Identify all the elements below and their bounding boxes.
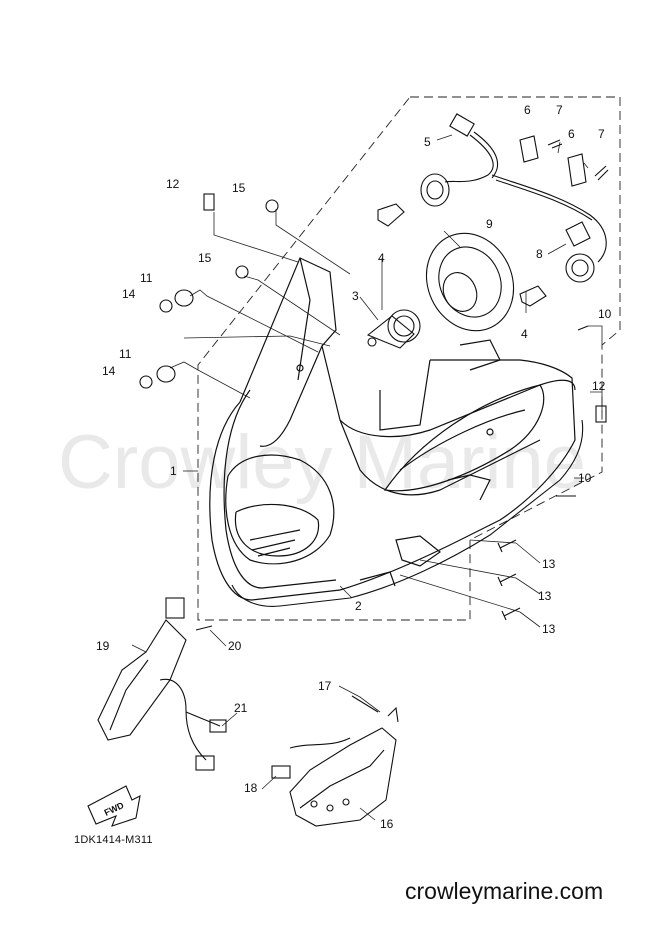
callout-labels: 1 2 3 4 4 5 6 6 7 7 8 9 10 10 11 11 12 1…	[96, 103, 612, 831]
callout-5: 5	[424, 135, 431, 149]
callout-12-left: 12	[166, 177, 180, 191]
callout-21: 21	[234, 701, 248, 715]
callout-9: 9	[486, 217, 493, 231]
callout-6-left: 6	[524, 103, 531, 117]
website-footer: crowleymarine.com	[405, 878, 604, 904]
callout-10-lower: 10	[578, 471, 592, 485]
callout-17: 17	[318, 679, 332, 693]
right-flasher	[271, 695, 399, 827]
callout-13-c: 13	[542, 622, 556, 636]
callout-19: 19	[96, 639, 110, 653]
screws-13	[497, 539, 521, 621]
callout-11-lower: 11	[119, 347, 132, 361]
bulb-cover	[425, 232, 515, 332]
callout-2: 2	[355, 599, 362, 613]
fwd-arrow-icon: FWD	[87, 785, 141, 827]
callout-13-a: 13	[542, 557, 556, 571]
callout-16: 16	[380, 817, 394, 831]
callout-8: 8	[536, 247, 543, 261]
callout-12-right: 12	[592, 379, 606, 393]
callout-4-lower: 4	[521, 327, 528, 341]
callout-6-right: 6	[568, 127, 575, 141]
callout-7-left: 7	[556, 103, 563, 117]
callout-14-upper: 14	[122, 287, 136, 301]
position-bulbs	[377, 203, 547, 307]
callout-13-b: 13	[538, 589, 552, 603]
headlight-housing	[209, 257, 576, 601]
callout-7-right: 7	[598, 127, 605, 141]
cord-clamps	[519, 135, 609, 247]
socket-wiring	[420, 113, 607, 283]
assembly-dashed-outline	[197, 96, 621, 621]
watermark-text: Crowley Marine	[58, 420, 586, 505]
headlight-lens	[231, 419, 584, 607]
callout-20: 20	[228, 639, 242, 653]
diagram-code: 1DK1414-M311	[74, 834, 153, 846]
callout-18: 18	[244, 781, 258, 795]
callout-15-upper: 15	[232, 181, 246, 195]
callout-4-upper: 4	[378, 251, 385, 265]
callout-3: 3	[352, 289, 359, 303]
callout-1: 1	[170, 464, 177, 478]
callout-15-lower: 15	[198, 251, 212, 265]
callout-14-lower: 14	[102, 364, 116, 378]
left-flasher	[97, 597, 227, 771]
headlight-bulb	[366, 309, 421, 349]
callout-10-upper: 10	[598, 307, 612, 321]
callout-11-upper: 11	[140, 271, 153, 285]
leader-lines	[131, 134, 603, 821]
mounting-fasteners	[139, 193, 607, 497]
